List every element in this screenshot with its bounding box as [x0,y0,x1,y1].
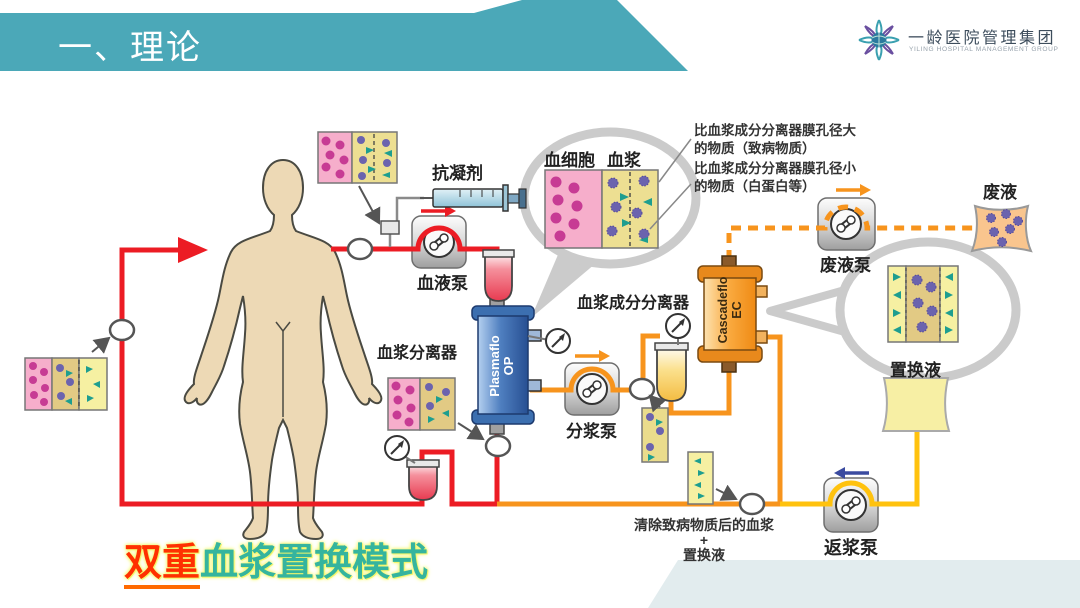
replacement-line [780,432,920,507]
label-plasma-pump: 分浆泵 [566,422,617,441]
cleaned-note-line1: 清除致病物质后的血浆 [634,517,774,533]
footer-title-part2: 血浆置换模式 [200,542,429,584]
flow-arrow-waste [836,184,871,196]
cascadeflo-line2: EC [730,301,744,319]
body-silhouette [183,158,383,541]
syringe-icon [420,184,527,212]
sample-box-cleaned-plasma [687,451,714,505]
logo-name-en: YILING HOSPITAL MANAGEMENT GROUP [909,46,1059,53]
flow-arrow-plasma [575,350,610,362]
cascadeflo-separator [697,255,768,373]
label-waste: 废液 [983,183,1017,202]
note-small-line1: 比血浆成分分离器膜孔径小 [694,161,856,176]
slide-footer-title: 双重血浆置换模式 [124,531,429,589]
label-waste-pump: 废液泵 [820,256,871,275]
cleaned-plasma-note: 清除致病物质后的血浆 + 置换液 [620,518,788,563]
cascadeflo-label: Cascadeflo EC [716,250,744,370]
sample-box-magnified-membrane [887,265,959,343]
sample-box-concentrate [387,377,456,431]
label-return-pump: 返浆泵 [824,538,878,558]
blood-pump [411,215,467,269]
blood-return-arrow [178,237,208,263]
note-small-line2: 的物质（白蛋白等） [694,179,816,194]
logo-name-cn: 一龄医院管理集团 [908,30,1057,47]
annotation-lines [649,138,692,230]
plasmaflo-label: Plasmaflo OP [487,306,518,426]
plasmaflo-line1: Plasmaflo [487,335,502,397]
sample-box-return-left [24,357,108,411]
flow-arrow-return [834,467,869,479]
sample-box-separated-plasma [641,407,669,463]
cleaned-note-line2: + [699,532,709,548]
replacement-container [881,377,951,432]
pressure-gauge-plasmaflo [527,328,571,354]
pointer-arrows [91,185,738,501]
plasmaflo-separator [471,295,542,435]
page-title: 一、理论 [58,29,202,67]
label-anticoagulant: 抗凝剂 [432,164,483,183]
label-plasma-separator: 血浆分离器 [377,345,458,362]
label-plasma: 血浆 [607,151,641,170]
drip-chamber-blood [482,249,515,302]
waste-line-dashed [726,204,973,260]
note-large-line2: 的物质（致病物质） [694,141,816,156]
label-plasma-component-separator: 血浆成分分离器 [577,295,690,312]
connector-circles [108,237,766,516]
anticoagulant-line [380,196,424,247]
line-clamp [380,220,400,235]
flow-arrow-blood [421,205,456,217]
cleaned-note-line3: 置换液 [683,547,725,563]
footer-title-part1: 双重 [124,542,201,589]
plasma-line [497,333,783,507]
sample-box-magnified-blood [544,169,659,249]
header-banner [0,0,688,71]
label-blood-pump: 血液泵 [417,274,468,293]
hospital-logo-icon [858,19,900,61]
cascadeflo-line1: Cascadeflo [716,276,730,344]
label-blood-cells: 血细胞 [544,151,595,170]
return-pump [823,477,879,533]
note-large-line1: 比血浆成分分离器膜孔径大 [694,123,856,138]
drip-chamber-return [406,459,440,501]
drip-chamber-plasma [654,342,689,402]
waste-container [970,204,1033,253]
pressure-gauge-cascadeflo [665,313,691,345]
note-large-particles: 比血浆成分分离器膜孔径大 的物质（致病物质） [694,122,856,158]
note-small-particles: 比血浆成分分离器膜孔径小 的物质（白蛋白等） [694,160,856,196]
pressure-gauge-return [384,435,416,464]
plasmaflo-line2: OP [501,356,516,376]
sample-box-blood-top [317,131,398,184]
footer-decoration [648,560,1080,608]
label-replacement-fluid: 置换液 [890,361,941,380]
